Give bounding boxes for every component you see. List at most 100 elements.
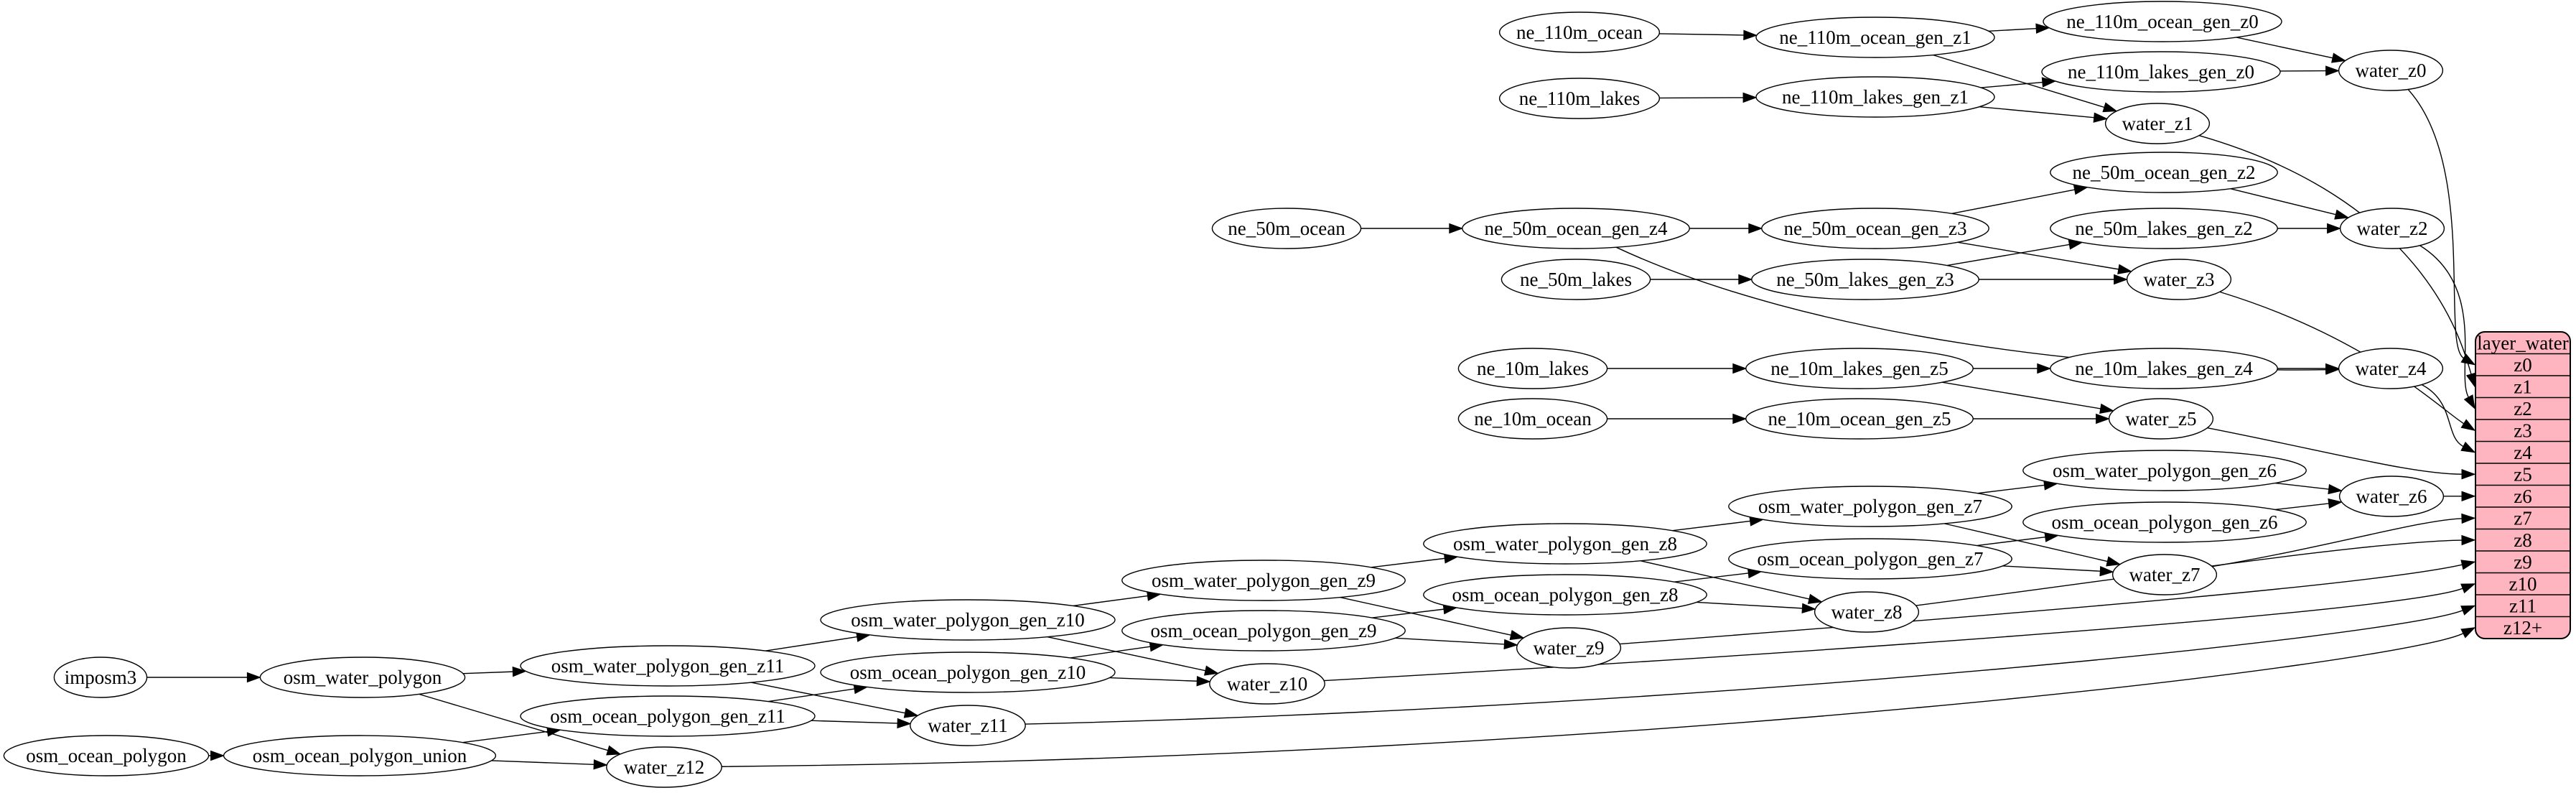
node-ne_50m_ocean_gen_z3: ne_50m_ocean_gen_z3 [1762,208,1989,249]
table-layer: layer_waterz0z1z2z3z4z5z6z7z8z9z10z11z12… [2475,332,2570,639]
node-label: water_z9 [1534,637,1605,659]
edge-osm_ocean_polygon-to-osm_ocean_polygon_union [209,751,224,761]
node-water_z0: water_z0 [2339,50,2443,91]
edge-arrowhead-icon [2328,498,2342,508]
node-label: ne_110m_ocean [1516,22,1643,43]
node-label: ne_10m_lakes [1477,358,1589,379]
node-osm_ocean_polygon_union: osm_ocean_polygon_union [224,736,496,776]
node-water_z8: water_z8 [1815,592,1919,632]
edge-osm_ocean_polygon_union-to-osm_ocean_polygon_gen_z11 [462,727,560,743]
node-label: water_z0 [2356,60,2427,81]
node-label: water_z5 [2126,408,2197,430]
edge-line [1952,190,2075,213]
node-label: ne_50m_ocean_gen_z2 [2073,162,2256,183]
edge-line [1109,678,1197,682]
node-label: osm_water_polygon_gen_z6 [2053,460,2277,481]
edge-arrowhead-icon [2103,103,2117,111]
edge-ne_110m_lakes_gen_z1-to-water_z1 [1979,107,2107,123]
node-label: osm_ocean_polygon_gen_z10 [850,662,1086,683]
node-label: ne_110m_lakes_gen_z1 [1782,86,1969,108]
edge-arrowhead-icon [2462,514,2475,523]
edge-line [768,689,854,702]
edge-arrowhead-icon [2461,419,2475,430]
edge-arrowhead-icon [2038,364,2050,374]
node-label: ne_10m_lakes_gen_z5 [1770,358,1948,379]
node-osm_ocean_polygon_gen_z8: osm_ocean_polygon_gen_z8 [1424,575,1707,615]
table-row-z3: z3 [2514,419,2531,441]
edge-arrowhead-icon [2326,66,2339,75]
edge-osm_water_polygon_gen_z8-to-osm_water_polygon_gen_z7 [1672,516,1763,531]
node-label: ne_110m_lakes [1519,88,1640,109]
node-ne_10m_ocean_gen_z5: ne_10m_ocean_gen_z5 [1746,399,1973,439]
node-ne_110m_ocean_gen_z1: ne_110m_ocean_gen_z1 [1756,17,1994,57]
table-row-z6: z6 [2514,486,2531,507]
edge-line [2231,189,2336,215]
edge-line [1989,29,2036,32]
edge-osm_ocean_polygon_gen_z9-to-osm_ocean_polygon_gen_z8 [1372,605,1457,618]
edge-osm_ocean_polygon_gen_z8-to-water_z8 [1697,602,1815,613]
edge-arrowhead-icon [2114,275,2127,284]
edge-arrowhead-icon [2465,395,2475,409]
node-label: osm_water_polygon_gen_z9 [1152,570,1376,591]
node-label: water_z1 [2122,113,2193,134]
edge-osm_water_polygon_gen_z10-to-osm_water_polygon_gen_z9 [1073,591,1161,606]
edge-line [1372,609,1444,618]
edge-osm_water_polygon_gen_z7-to-osm_water_polygon_gen_z6 [1978,481,2058,493]
node-label: ne_50m_ocean [1228,218,1345,239]
edge-osm_water_polygon_gen_z9-to-osm_water_polygon_gen_z8 [1371,554,1457,567]
node-ne_110m_lakes: ne_110m_lakes [1500,78,1660,119]
node-ne_10m_lakes_gen_z5: ne_10m_lakes_gen_z5 [1746,348,1973,389]
edge-water_z2-to-z2 [2419,246,2475,409]
node-osm_water_polygon_gen_z11: osm_water_polygon_gen_z11 [521,646,815,686]
table-row-z10: z10 [2509,573,2537,595]
edge-osm_ocean_polygon_union-to-water_z12 [492,760,607,769]
node-ne_50m_ocean_gen_z4: ne_50m_ocean_gen_z4 [1462,208,1689,249]
node-label: water_z6 [2356,486,2427,507]
edge-line [1371,558,1445,567]
node-label: water_z12 [624,756,704,778]
edge-arrowhead-icon [2100,567,2113,576]
edge-arrowhead-icon [1749,224,1762,233]
node-water_z11: water_z11 [910,705,1025,746]
layer-water-table-title: layer_water [2477,332,2568,353]
edge-line [1958,242,2119,269]
node-label: water_z7 [2129,564,2201,585]
edge-osm_ocean_polygon_gen_z10-to-water_z10 [1109,677,1210,686]
edge-ne_110m_ocean_gen_z1-to-ne_110m_ocean_gen_z0 [1989,24,2049,33]
edge-arrowhead-icon [2328,224,2341,233]
node-label: osm_water_polygon_gen_z11 [551,655,784,677]
node-label: osm_water_polygon_gen_z7 [1758,496,1982,517]
node-label: osm_ocean_polygon_gen_z8 [1452,584,1679,606]
edge-arrowhead-icon [1809,595,1822,604]
edge-arrowhead-icon [1739,275,1752,284]
edge-line [1978,485,2045,493]
node-label: water_z10 [1227,673,1307,695]
edge-arrowhead-icon [2467,373,2475,386]
edge-arrowhead-icon [897,718,910,728]
node-water_z2: water_z2 [2341,208,2445,249]
table-row-z1: z1 [2514,376,2531,397]
node-label: osm_ocean_polygon_gen_z7 [1758,548,1984,570]
edge-arrowhead-icon [247,673,260,682]
edge-arrowhead-icon [2461,560,2475,570]
node-osm_water_polygon_gen_z10: osm_water_polygon_gen_z10 [821,600,1115,640]
edge-line [1620,565,2462,644]
edge-arrowhead-icon [1197,677,1210,686]
node-water_z12: water_z12 [607,747,722,787]
node-ne_110m_ocean_gen_z0: ne_110m_ocean_gen_z0 [2043,1,2282,42]
table-row-z9: z9 [2514,551,2531,572]
node-osm_ocean_polygon: osm_ocean_polygon [4,736,208,776]
node-label: water_z2 [2357,218,2428,239]
node-label: osm_water_polygon [284,667,442,688]
edge-ne_50m_ocean_gen_z4-to-ne_50m_ocean_gen_z3 [1689,224,1762,233]
node-osm_ocean_polygon_gen_z10: osm_ocean_polygon_gen_z10 [821,652,1115,692]
node-ne_50m_lakes_gen_z2: ne_50m_lakes_gen_z2 [2050,208,2277,249]
node-ne_50m_ocean_gen_z2: ne_50m_ocean_gen_z2 [2050,152,2277,193]
edge-ne_10m_lakes_gen_z5-to-ne_10m_lakes_gen_z4 [1973,364,2050,374]
edge-arrowhead-icon [607,746,620,754]
edge-line [1395,638,1504,644]
edge-osm_ocean_polygon_gen_z8-to-osm_ocean_polygon_gen_z7 [1674,569,1761,583]
node-water_z9: water_z9 [1517,628,1621,668]
